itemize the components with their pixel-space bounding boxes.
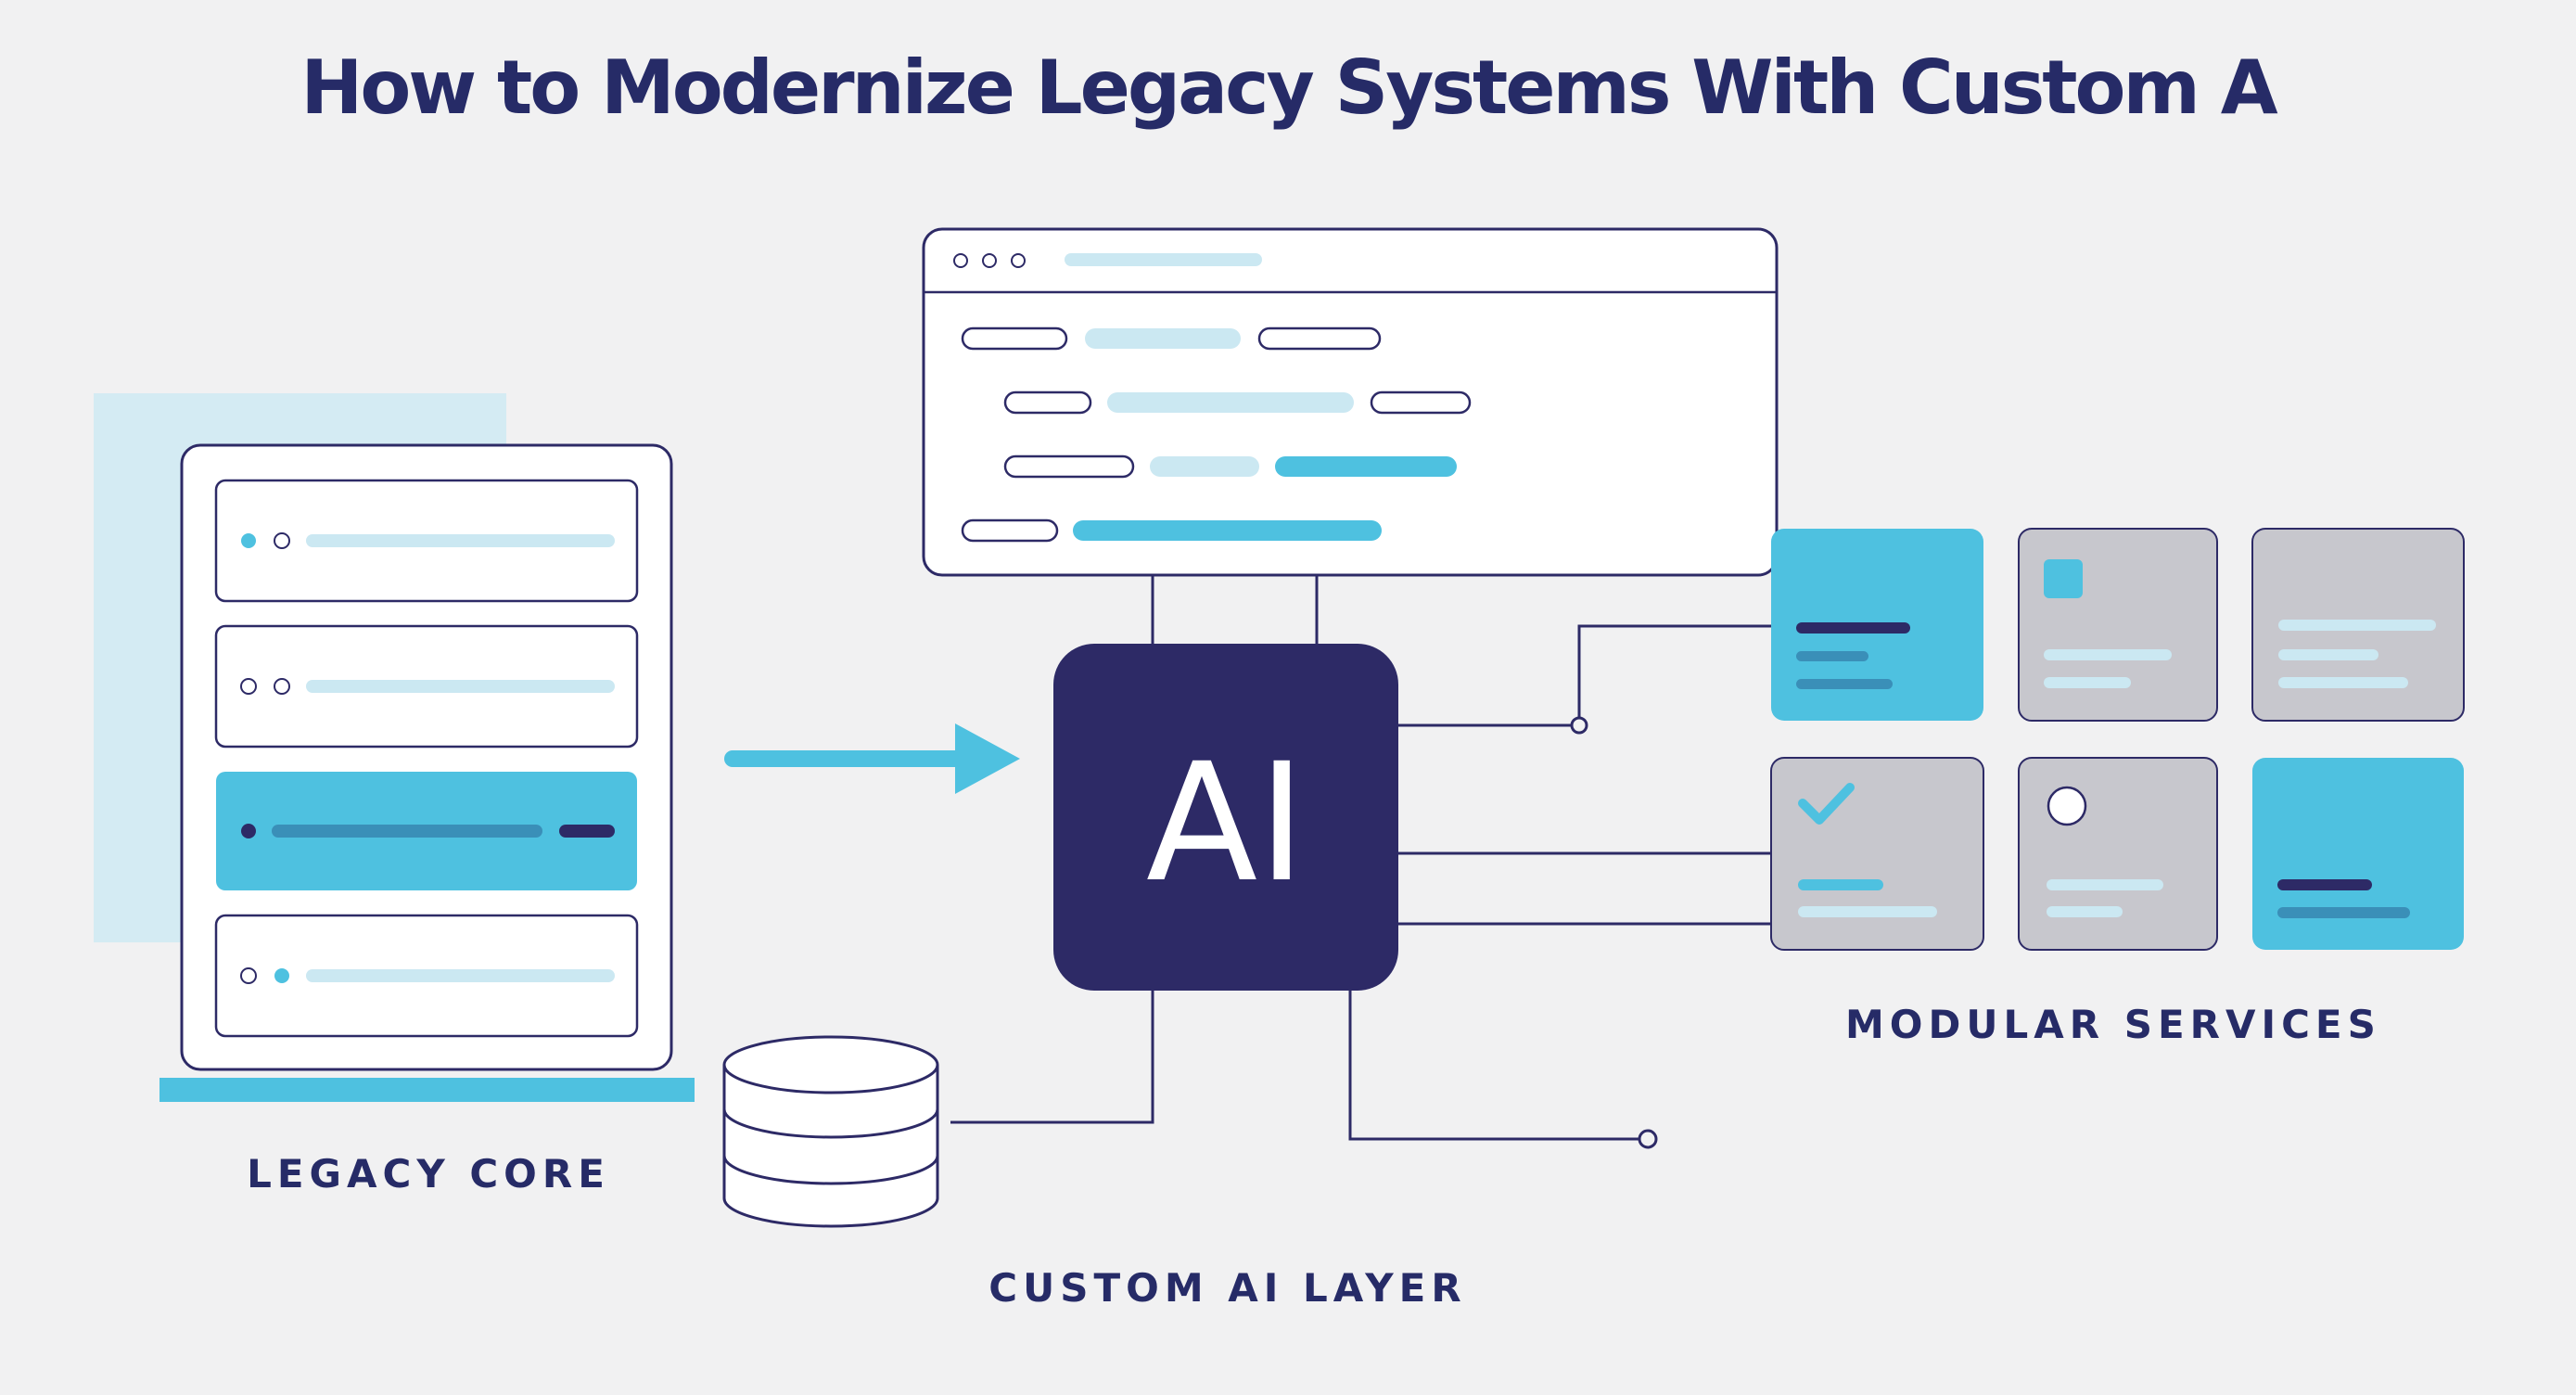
slot-bar [306,969,615,982]
service-tile [2018,528,2218,722]
window-dot-icon [982,253,997,268]
status-led [241,533,256,548]
ai-chip-label: AI [1146,728,1306,918]
flow-arrow [724,723,1020,794]
window-dot-icon [953,253,968,268]
custom-ai-layer-caption: CUSTOM AI LAYER [988,1265,1467,1311]
status-led [240,967,257,984]
status-led [274,968,289,983]
connector-lines [950,575,1771,1149]
service-tile [1770,757,1984,951]
service-tile [2251,528,2465,722]
status-led [274,532,290,549]
window-title-bar [1065,253,1262,266]
connector-ai-service-top [1398,624,1771,727]
square-icon [2044,559,2083,598]
check-icon [1798,783,1855,825]
connector-ai-database [950,991,1154,1124]
server-slot-active [216,772,637,890]
service-tile [1771,529,1983,721]
slot-bar [559,825,615,838]
legacy-core-server [94,393,695,1102]
circle-icon [2047,786,2087,826]
modular-services-caption: MODULAR SERVICES [1845,1002,2381,1047]
status-led [274,678,290,695]
status-led [240,678,257,695]
connector-node [1570,716,1588,735]
ai-chip-body [1053,644,1398,991]
legacy-core-caption: LEGACY CORE [247,1151,610,1197]
app-window [922,227,1779,577]
server-base [159,1078,695,1102]
connector-endpoint-node [1638,1129,1658,1149]
status-led [241,824,256,838]
window-rows [961,326,1472,543]
page-title: How to Modernize Legacy Systems With Cus… [300,45,2277,131]
service-tile [2018,757,2218,951]
modular-services-grid [1770,528,2465,951]
server-slot [214,624,639,749]
slot-bar [272,825,542,838]
server-slot [214,479,639,603]
slot-bar [306,534,615,547]
slot-bar [306,680,615,693]
service-tile [2252,758,2464,950]
connector-ai-endpoint [1348,991,1639,1141]
ai-chip: AI [1053,644,1398,991]
database-icon [722,1035,939,1228]
server-slot [214,914,639,1038]
window-dot-icon [1011,253,1026,268]
